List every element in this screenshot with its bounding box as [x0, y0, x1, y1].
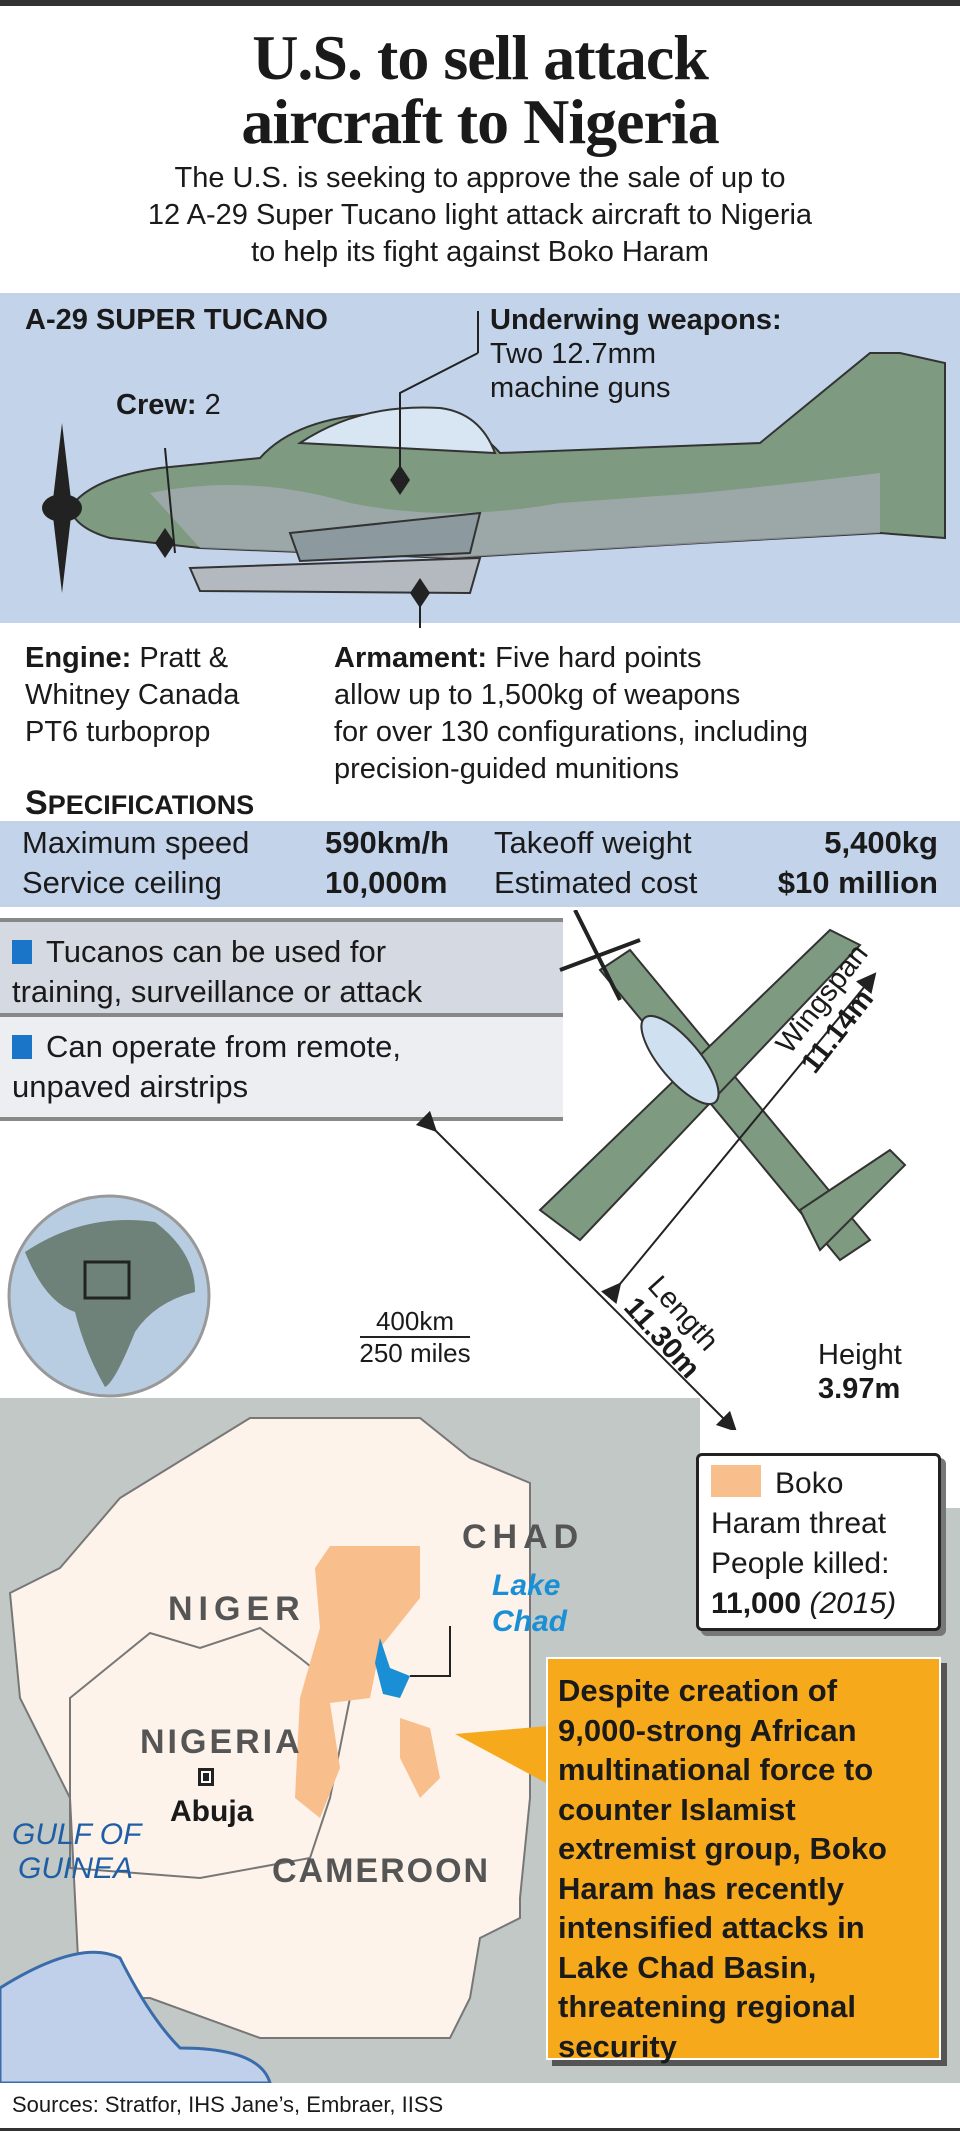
subtitle-2: 12 A-29 Super Tucano light attack aircra… [147, 199, 813, 231]
aircraft-name: A-29 SUPER TUCANO [25, 304, 328, 336]
specs-table [0, 821, 960, 907]
armament-label: Armament: [334, 642, 488, 674]
scale-km: 400km [375, 1306, 455, 1336]
crew-value: 2 [204, 389, 221, 421]
specs-heading: SPECIFICATIONS [25, 784, 254, 823]
scale-miles: 250 miles [359, 1338, 471, 1368]
capital-marker-icon [198, 1768, 214, 1786]
engine-text-3: PT6 turboprop [25, 716, 211, 748]
label-chad: CHAD [462, 1518, 585, 1556]
bullet-1-line-1: Tucanos can be used for [46, 934, 387, 969]
spec-value-speed: 590km/h [325, 825, 450, 860]
spec-value-cost: $10 million [777, 865, 938, 900]
engine-text-1: Pratt & [139, 642, 229, 674]
legend-item-1: Boko [775, 1467, 844, 1500]
height-value: 3.97m [818, 1373, 901, 1405]
spec-value-weight: 5,400kg [824, 825, 938, 860]
killed-label: People killed: [711, 1547, 890, 1580]
globe-locator [7, 1194, 211, 1398]
bullet-square-icon [12, 1035, 32, 1059]
label-nigeria: NIGERIA [140, 1723, 303, 1761]
callout-box: Despite creation of 9,000-strong African… [546, 1657, 941, 2064]
lake-line-2: Chad [492, 1605, 567, 1638]
bullet-square-icon [12, 940, 32, 964]
armament-text-2: allow up to 1,500kg of weapons [334, 679, 741, 711]
headline-line-2: aircraft to Nigeria [241, 86, 719, 157]
engine-label: Engine: [25, 642, 132, 674]
armament-text-3: for over 130 configurations, including [334, 716, 808, 748]
armament-text-1: Five hard points [495, 642, 702, 674]
engine-text-2: Whitney Canada [25, 679, 240, 711]
label-cameroon: CAMEROON [272, 1852, 491, 1890]
bullet-2-line-1: Can operate from remote, [46, 1029, 401, 1064]
aircraft-top-view [415, 910, 907, 1430]
legend-item-2: Haram threat [711, 1507, 887, 1540]
label-abuja: Abuja [170, 1795, 254, 1828]
callout-pointer [455, 1726, 548, 1784]
specs-heading-cap: S [25, 784, 48, 822]
lake-line-1: Lake [492, 1569, 561, 1602]
bottom-rule [0, 2128, 960, 2131]
spec-label-ceiling: Service ceiling [22, 865, 222, 900]
spec-value-ceiling: 10,000m [325, 865, 448, 900]
height-label: Height [818, 1339, 902, 1371]
weapons-text-1: Two 12.7mm [490, 338, 656, 370]
bullet-1-line-2: training, surveillance or attack [12, 974, 423, 1009]
sea-line-1: GULF OF [12, 1818, 142, 1851]
spec-label-cost: Estimated cost [494, 865, 698, 900]
killed-value: 11,000 [711, 1587, 802, 1620]
sources: Sources: Stratfor, IHS Jane’s, Embraer, … [12, 2092, 444, 2117]
threat-swatch [711, 1465, 761, 1497]
armament-text-4: precision-guided munitions [334, 753, 679, 785]
subtitle-1: The U.S. is seeking to approve the sale … [174, 162, 786, 194]
crew-label: Crew: [116, 389, 197, 421]
bullet-2-line-2: unpaved airstrips [12, 1069, 249, 1104]
sea-line-2: GUINEA [18, 1852, 134, 1885]
specs-heading-rest: PECIFICATIONS [47, 790, 255, 820]
weapons-label: Underwing weapons: [490, 304, 782, 336]
label-niger: NIGER [168, 1590, 306, 1628]
spec-label-speed: Maximum speed [22, 825, 250, 860]
weapons-text-2: machine guns [490, 372, 671, 404]
crew: Crew: 2 [116, 388, 221, 422]
aircraft-side-view [42, 311, 946, 628]
bullet-2: Can operate from remote, unpaved airstrip… [0, 1013, 563, 1121]
killed-year: (2015) [809, 1587, 897, 1620]
subtitle-3: to help its fight against Boko Haram [251, 236, 709, 268]
armament: Armament: Five hard points allow up to 1,… [334, 640, 808, 788]
headline-line-1: U.S. to sell attack [252, 22, 709, 93]
legend: Boko Haram threat People killed: 11,000 … [696, 1453, 941, 1631]
top-rule [0, 0, 960, 6]
spec-label-weight: Takeoff weight [494, 825, 692, 860]
